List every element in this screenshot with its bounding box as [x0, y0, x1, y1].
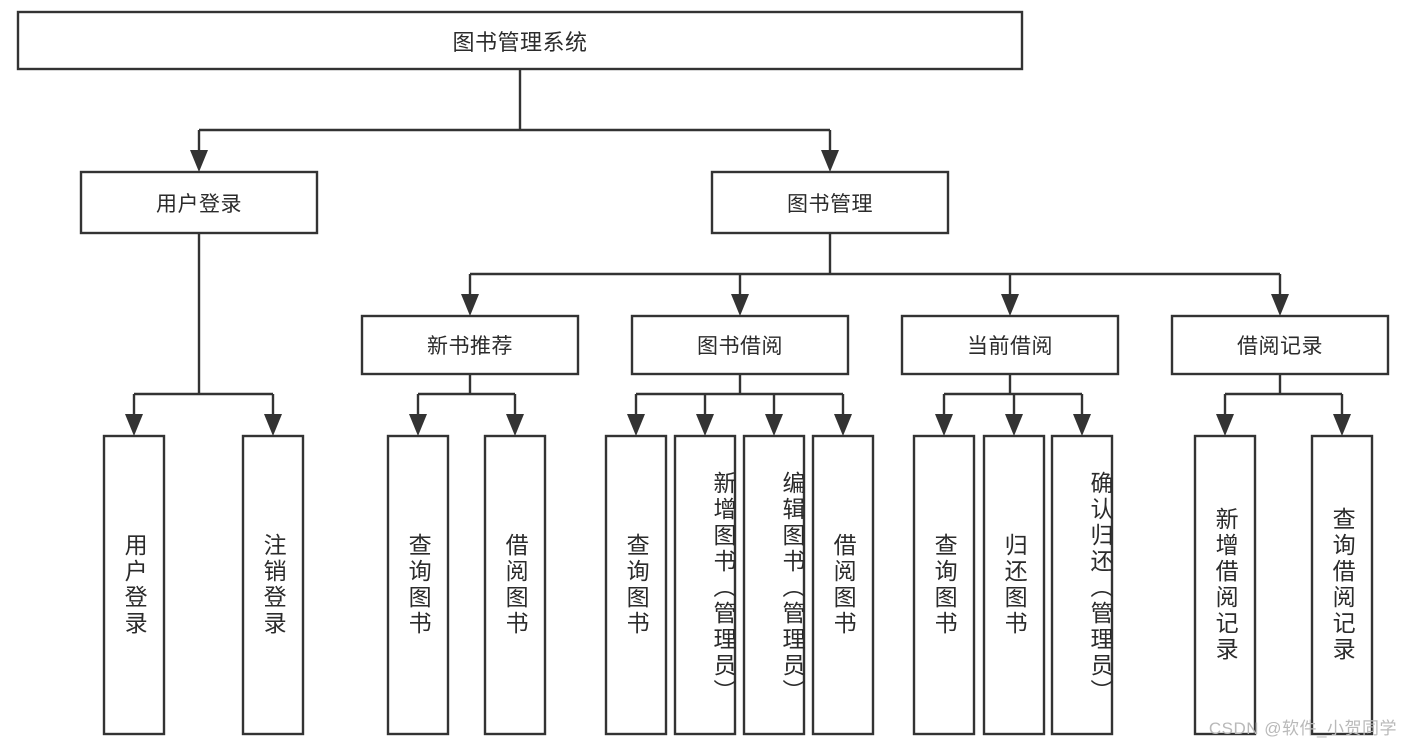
- node-box-leaf-borrow-book[interactable]: [811, 434, 875, 736]
- arrow-head-borrow-record: [1271, 294, 1289, 316]
- arrow-head-new-book-rec: [461, 294, 479, 316]
- arrow-head-book-borrow: [731, 294, 749, 316]
- node-layer: [16, 10, 1390, 736]
- node-box-leaf-return-book[interactable]: [982, 434, 1046, 736]
- arrow-head-user-login: [190, 150, 208, 172]
- node-box-user-login[interactable]: [79, 170, 319, 235]
- arrow-head-leaf-add-record: [1216, 414, 1234, 436]
- arrow-head-leaf-borrow-book: [834, 414, 852, 436]
- node-box-leaf-add-record[interactable]: [1193, 434, 1257, 736]
- arrow-head-current-borrow: [1001, 294, 1019, 316]
- node-box-root[interactable]: [16, 10, 1024, 71]
- node-box-leaf-query-book-rec[interactable]: [386, 434, 450, 736]
- arrow-head-leaf-query-book-cur: [935, 414, 953, 436]
- arrow-head-leaf-confirm-return: [1073, 414, 1091, 436]
- arrow-head-leaf-return-book: [1005, 414, 1023, 436]
- arrow-head-leaf-add-book: [696, 414, 714, 436]
- node-box-leaf-user-login[interactable]: [102, 434, 166, 736]
- node-box-leaf-logout[interactable]: [241, 434, 305, 736]
- arrow-head-book-manage: [821, 150, 839, 172]
- node-box-book-borrow[interactable]: [630, 314, 850, 376]
- watermark: CSDN @软件_小贺同学: [1208, 719, 1397, 738]
- arrow-head-leaf-edit-book: [765, 414, 783, 436]
- arrow-head-leaf-borrow-book-rec: [506, 414, 524, 436]
- arrow-head-leaf-user-login: [125, 414, 143, 436]
- node-box-leaf-add-book[interactable]: [673, 434, 737, 736]
- node-box-current-borrow[interactable]: [900, 314, 1120, 376]
- node-box-leaf-query-book-borrow[interactable]: [604, 434, 668, 736]
- arrow-head-leaf-logout: [264, 414, 282, 436]
- node-box-new-book-rec[interactable]: [360, 314, 580, 376]
- node-box-leaf-query-record[interactable]: [1310, 434, 1374, 736]
- node-box-leaf-query-book-cur[interactable]: [912, 434, 976, 736]
- arrow-head-leaf-query-record: [1333, 414, 1351, 436]
- node-box-leaf-edit-book[interactable]: [742, 434, 806, 736]
- arrow-head-leaf-query-book-borrow: [627, 414, 645, 436]
- edge-layer: [125, 69, 1351, 436]
- node-box-leaf-borrow-book-rec[interactable]: [483, 434, 547, 736]
- node-box-leaf-confirm-return[interactable]: [1050, 434, 1114, 736]
- node-box-book-manage[interactable]: [710, 170, 950, 235]
- node-box-borrow-record[interactable]: [1170, 314, 1390, 376]
- arrow-head-leaf-query-book-rec: [409, 414, 427, 436]
